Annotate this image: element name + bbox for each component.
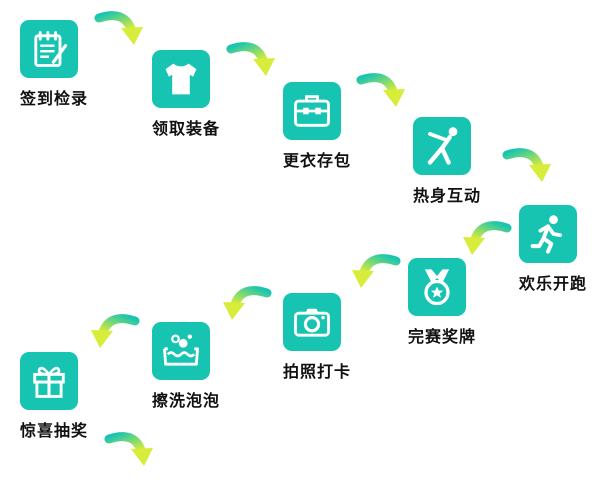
step-tile	[20, 20, 78, 78]
step-tile	[283, 82, 341, 140]
step-tile	[408, 258, 466, 316]
step-photo-check-in: 拍照打卡	[283, 293, 393, 382]
checklist-icon	[34, 31, 68, 67]
medal-icon	[424, 269, 450, 306]
curved-arrow-right	[104, 432, 153, 466]
step-run: 欢乐开跑	[519, 205, 600, 294]
step-tile	[519, 205, 577, 263]
camera-icon	[294, 308, 330, 337]
step-label: 热身互动	[413, 186, 482, 205]
curved-arrow-left	[463, 221, 512, 255]
curved-arrow-right	[502, 148, 551, 182]
step-tile	[152, 50, 210, 108]
step-label: 欢乐开跑	[519, 274, 588, 293]
running-person-icon	[530, 215, 562, 254]
step-tile	[283, 293, 341, 351]
step-tile	[413, 117, 471, 175]
step-label: 完赛奖牌	[408, 327, 477, 346]
step-warm-up: 热身互动	[413, 117, 523, 206]
curved-arrow-left	[223, 286, 272, 320]
curved-arrow-left	[352, 254, 401, 288]
step-tile	[152, 322, 210, 380]
step-bubble-wash: 擦洗泡泡	[152, 322, 262, 411]
step-label: 惊喜抽奖	[20, 421, 89, 440]
stretching-person-icon	[427, 127, 458, 165]
step-label: 签到检录	[20, 89, 89, 108]
step-label: 擦洗泡泡	[152, 391, 221, 410]
step-finisher-medal: 完赛奖牌	[408, 258, 518, 347]
step-tile	[20, 352, 78, 410]
step-label: 拍照打卡	[283, 362, 352, 381]
curved-arrow-left	[91, 314, 140, 348]
gift-box-icon	[33, 366, 65, 398]
step-label: 更衣存包	[283, 151, 352, 170]
step-collect-gear: 领取装备	[152, 50, 262, 139]
step-locker: 更衣存包	[283, 82, 393, 171]
toolbox-icon	[294, 95, 330, 127]
curved-arrow-right	[94, 11, 143, 45]
step-sign-in: 签到检录	[20, 20, 130, 109]
step-lucky-draw: 惊喜抽奖	[20, 352, 130, 441]
tshirt-icon	[165, 63, 197, 95]
curved-arrow-right	[226, 42, 275, 76]
step-label: 领取装备	[152, 119, 221, 138]
curved-arrow-right	[356, 73, 405, 107]
bubble-bath-icon	[163, 334, 199, 366]
